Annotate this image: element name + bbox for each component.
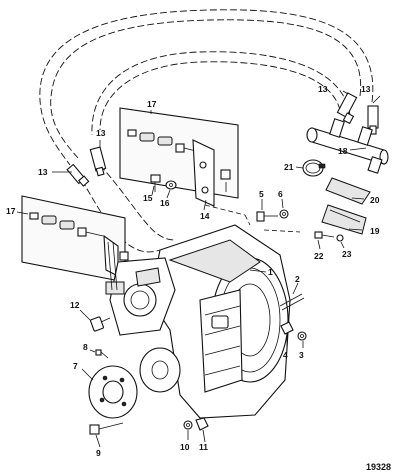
callout-18: 18 bbox=[338, 146, 348, 156]
callout-numbers: 13 13 13 13 17 17 18 21 20 19 22 23 5 6 … bbox=[6, 84, 391, 472]
washer-10 bbox=[183, 420, 193, 430]
callout-16: 16 bbox=[160, 198, 170, 208]
callout-4: 4 bbox=[283, 350, 288, 360]
callout-22: 22 bbox=[314, 251, 324, 261]
callout-5: 5 bbox=[259, 189, 264, 199]
callout-20: 20 bbox=[370, 195, 380, 205]
bracket-kit-panel-17-upper bbox=[119, 107, 251, 226]
hose-fitting-13-middle bbox=[89, 146, 107, 177]
callout-19: 19 bbox=[370, 226, 380, 236]
callout-13-middle: 13 bbox=[96, 128, 106, 138]
hose-fitting-13-right bbox=[336, 92, 379, 135]
screw-8 bbox=[95, 349, 109, 359]
callout-9: 9 bbox=[96, 448, 101, 458]
bolt-5 bbox=[256, 211, 278, 222]
cooler-strap-20 bbox=[325, 177, 371, 205]
washer-16 bbox=[165, 180, 177, 190]
cooler-bracket-19 bbox=[321, 204, 367, 235]
callout-10: 10 bbox=[180, 442, 190, 452]
callout-6: 6 bbox=[278, 189, 283, 199]
output-flange bbox=[139, 347, 181, 393]
washer-3 bbox=[297, 331, 307, 341]
callout-17-upper: 17 bbox=[147, 99, 157, 109]
nut-11 bbox=[195, 417, 209, 431]
callout-8: 8 bbox=[83, 342, 88, 352]
callout-3: 3 bbox=[299, 350, 304, 360]
callout-13-top-left: 13 bbox=[318, 84, 328, 94]
bracket-kit-panel-17-lower bbox=[21, 195, 129, 283]
cooler-hose-loop bbox=[39, 9, 374, 253]
bolt-15 bbox=[150, 174, 161, 192]
callout-13-top-right: 13 bbox=[361, 84, 371, 94]
callout-2: 2 bbox=[295, 274, 300, 284]
nut-4 bbox=[280, 321, 294, 335]
hose-clamp-21 bbox=[302, 159, 326, 177]
callout-14: 14 bbox=[200, 211, 210, 221]
figure-number: 19328 bbox=[366, 462, 391, 472]
stud-2 bbox=[279, 293, 305, 311]
temperature-sensor-12 bbox=[89, 316, 111, 332]
hose-fitting-13-left bbox=[66, 163, 90, 187]
callout-23: 23 bbox=[342, 249, 352, 259]
transmission-housing-1 bbox=[149, 224, 291, 419]
output-coupler-7 bbox=[88, 365, 138, 419]
callout-15: 15 bbox=[143, 193, 153, 203]
callout-leaders bbox=[16, 90, 381, 448]
callout-17-lower: 17 bbox=[6, 206, 16, 216]
screw-22 bbox=[314, 231, 335, 239]
callout-13-left: 13 bbox=[38, 167, 48, 177]
callout-11: 11 bbox=[199, 442, 208, 452]
callout-21: 21 bbox=[284, 162, 294, 172]
callout-7: 7 bbox=[73, 361, 78, 371]
bolt-9 bbox=[89, 422, 124, 435]
callout-12: 12 bbox=[70, 300, 80, 310]
washer-23 bbox=[336, 234, 344, 242]
shift-valve-assembly bbox=[105, 241, 176, 336]
transmission-cooler-18 bbox=[306, 118, 389, 174]
washer-6 bbox=[279, 209, 289, 219]
callout-1: 1 bbox=[268, 267, 273, 277]
